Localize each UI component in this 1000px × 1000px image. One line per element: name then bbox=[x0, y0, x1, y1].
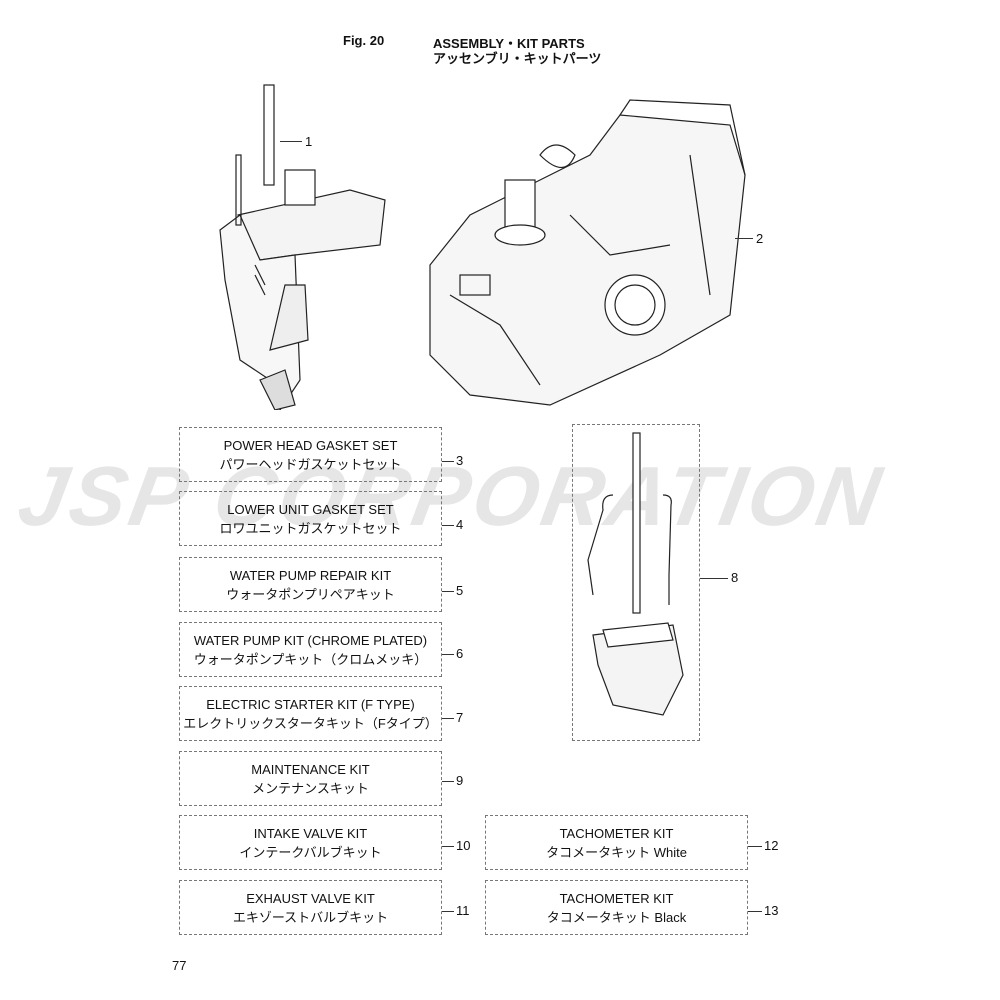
callout-13: 13 bbox=[764, 903, 779, 918]
kit-name-ja: タコメータキット Black bbox=[546, 909, 687, 925]
kit-name-en: MAINTENANCE KIT bbox=[251, 761, 370, 777]
kit-name-en: INTAKE VALVE KIT bbox=[253, 825, 368, 841]
kit-name-en: TACHOMETER KIT bbox=[559, 890, 674, 906]
lower-unit-illustration bbox=[219, 84, 386, 410]
kit-box-7: ELECTRIC STARTER KIT (F TYPE) エレクトリックスタータ… bbox=[179, 686, 442, 741]
callout-6: 6 bbox=[456, 646, 464, 661]
kit-name-en: POWER HEAD GASKET SET bbox=[223, 437, 398, 453]
kit-name-en: EXHAUST VALVE KIT bbox=[246, 890, 375, 906]
kit-box-4: LOWER UNIT GASKET SET ロワユニットガスケットセット bbox=[179, 491, 442, 546]
kit-box-8 bbox=[572, 424, 700, 741]
callout-8: 8 bbox=[731, 570, 739, 585]
kit-name-en: WATER PUMP KIT (CHROME PLATED) bbox=[193, 632, 428, 648]
kit-name-en: ELECTRIC STARTER KIT (F TYPE) bbox=[206, 696, 415, 712]
figure-number: Fig. 20 bbox=[343, 33, 385, 48]
kit-name-ja: タコメータキット White bbox=[546, 844, 687, 860]
drive-shaft-kit-illustration bbox=[587, 432, 684, 716]
kit-box-10: INTAKE VALVE KIT インテークバルブキット bbox=[179, 815, 442, 870]
callout-3: 3 bbox=[456, 453, 464, 468]
kit-name-ja: ウォータポンプキット（クロムメッキ） bbox=[193, 651, 428, 667]
kit-name-ja: パワーヘッドガスケットセット bbox=[219, 456, 402, 472]
leader-line bbox=[735, 238, 753, 239]
kit-name-en: TACHOMETER KIT bbox=[559, 825, 674, 841]
leader-line bbox=[280, 141, 302, 142]
kit-name-ja: ウォータポンプリペアキット bbox=[226, 586, 395, 602]
callout-1: 1 bbox=[305, 134, 313, 149]
kit-box-6: WATER PUMP KIT (CHROME PLATED) ウォータポンプキット… bbox=[179, 622, 442, 677]
watermark: JSP CORPORATION bbox=[11, 449, 892, 543]
page-number: 77 bbox=[172, 958, 187, 973]
kit-name-ja: エレクトリックスタータキット（Fタイプ） bbox=[183, 715, 438, 731]
kit-name-ja: インテークバルブキット bbox=[239, 844, 382, 860]
kit-box-3: POWER HEAD GASKET SET パワーヘッドガスケットセット bbox=[179, 427, 442, 482]
kit-box-12: TACHOMETER KIT タコメータキット White bbox=[485, 815, 748, 870]
kit-box-9: MAINTENANCE KIT メンテナンスキット bbox=[179, 751, 442, 806]
kit-name-en: WATER PUMP REPAIR KIT bbox=[229, 567, 392, 583]
kit-box-13: TACHOMETER KIT タコメータキット Black bbox=[485, 880, 748, 935]
power-head-illustration bbox=[429, 99, 746, 406]
page-title-en: ASSEMBLY・KIT PARTS bbox=[433, 36, 585, 51]
callout-2: 2 bbox=[756, 231, 764, 246]
callout-9: 9 bbox=[456, 773, 464, 788]
callout-12: 12 bbox=[764, 838, 779, 853]
kit-box-5: WATER PUMP REPAIR KIT ウォータポンプリペアキット bbox=[179, 557, 442, 612]
kit-name-ja: エキゾーストバルブキット bbox=[232, 909, 389, 925]
kit-box-11: EXHAUST VALVE KIT エキゾーストバルブキット bbox=[179, 880, 442, 935]
kit-name-ja: メンテナンスキット bbox=[252, 780, 369, 796]
callout-10: 10 bbox=[456, 838, 471, 853]
kit-name-en: LOWER UNIT GASKET SET bbox=[227, 501, 394, 517]
callout-4: 4 bbox=[456, 517, 464, 532]
kit-name-ja: ロワユニットガスケットセット bbox=[219, 520, 402, 536]
page-title-ja: アッセンブリ・キットパーツ bbox=[433, 51, 602, 66]
callout-5: 5 bbox=[456, 583, 464, 598]
callout-11: 11 bbox=[456, 903, 470, 918]
callout-7: 7 bbox=[456, 710, 464, 725]
